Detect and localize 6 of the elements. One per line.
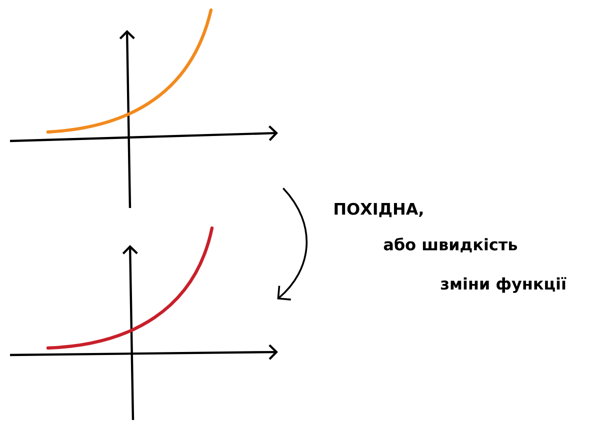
handwritten-text: або швидкість	[384, 238, 518, 252]
handwritten-text: ПОХІДНА,	[334, 202, 423, 218]
graph-drawing	[10, 8, 278, 208]
handwritten-text: зміни функції	[440, 277, 566, 293]
graph-drawing	[10, 226, 278, 420]
curved-arrow	[277, 188, 308, 300]
